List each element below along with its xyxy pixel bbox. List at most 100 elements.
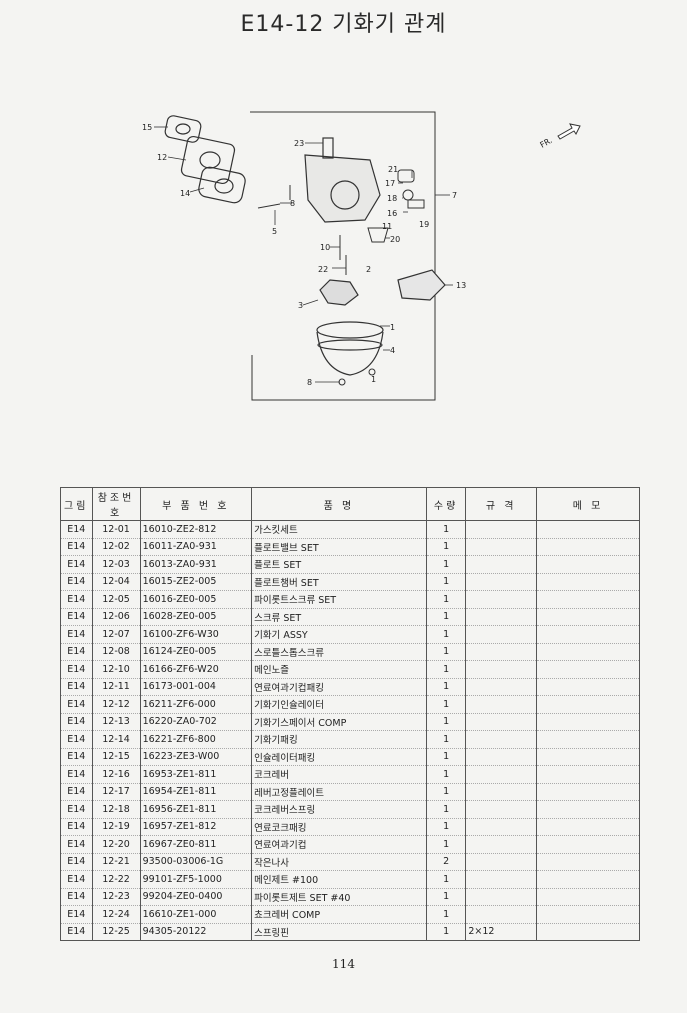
cell-qty: 1 <box>425 800 467 819</box>
svg-text:21: 21 <box>388 165 398 174</box>
cell-qty: 1 <box>425 608 467 626</box>
cell-fig: E14 <box>60 818 93 836</box>
header-spec: 규 격 <box>465 487 538 521</box>
cell-qty: 1 <box>425 573 467 591</box>
cell-part-no: 16013-ZA0-931 <box>139 555 253 574</box>
cell-memo <box>536 538 640 556</box>
cell-name: 파이롯트스크류 SET <box>251 590 427 609</box>
cell-name: 스프링핀 <box>251 923 427 941</box>
cell-memo <box>536 625 640 644</box>
cell-name: 기화기인슐레이터 <box>251 695 427 714</box>
cell-spec: 2×12 <box>465 923 538 941</box>
svg-text:1: 1 <box>390 323 395 332</box>
cell-part-no: 16015-ZE2-005 <box>139 573 253 591</box>
page-number: 114 <box>332 957 355 971</box>
cell-ref: 12-20 <box>91 835 141 854</box>
svg-text:20: 20 <box>390 235 400 244</box>
cell-part-no: 16221-ZF6-800 <box>139 730 253 749</box>
spacer-gasket-group <box>164 115 246 204</box>
cell-memo <box>536 905 640 924</box>
cell-fig: E14 <box>60 923 93 941</box>
cell-ref: 12-13 <box>91 713 141 731</box>
cell-spec <box>465 800 538 819</box>
cell-spec <box>465 625 538 644</box>
cell-spec <box>465 643 538 661</box>
cell-spec <box>465 818 538 836</box>
cell-name: 기화기 ASSY <box>251 625 427 644</box>
cell-ref: 12-04 <box>91 573 141 591</box>
cell-spec <box>465 520 538 539</box>
cell-qty: 1 <box>425 748 467 766</box>
cell-name: 인슐레이터패킹 <box>251 748 427 766</box>
svg-text:7: 7 <box>452 191 457 200</box>
cell-memo <box>536 520 640 539</box>
cell-spec <box>465 538 538 556</box>
cell-part-no: 16028-ZE0-005 <box>139 608 253 626</box>
cell-part-no: 16953-ZE1-811 <box>139 765 253 784</box>
page-title: E14-12 기화기 관계 <box>240 12 447 37</box>
cell-qty: 1 <box>425 818 467 836</box>
cell-ref: 12-24 <box>91 905 141 924</box>
cell-part-no: 16223-ZE3-W00 <box>139 748 253 766</box>
header-part-no: 부 품 번 호 <box>139 487 253 521</box>
float-chamber <box>316 279 384 376</box>
cell-part-no: 93500-03006-1G <box>139 853 253 871</box>
svg-text:22: 22 <box>318 265 328 274</box>
svg-text:5: 5 <box>272 227 277 236</box>
cell-part-no: 99204-ZE0-0400 <box>139 888 253 906</box>
header-name: 품 명 <box>251 487 427 521</box>
cell-qty: 1 <box>425 660 467 679</box>
cell-memo <box>536 783 640 801</box>
front-direction-arrow: FR. <box>539 123 581 150</box>
exploded-parts-diagram: 15 12 14 23 8 5 7 21 17 18 16 19 11 20 1… <box>140 100 610 430</box>
cell-fig: E14 <box>60 660 93 679</box>
cell-spec <box>465 853 538 871</box>
cell-part-no: 16011-ZA0-931 <box>139 538 253 556</box>
svg-text:1: 1 <box>371 375 376 384</box>
svg-text:3: 3 <box>298 301 303 310</box>
cell-part-no: 16124-ZE0-005 <box>139 643 253 661</box>
cell-memo <box>536 643 640 661</box>
cell-memo <box>536 818 640 836</box>
svg-text:15: 15 <box>142 123 152 132</box>
cell-fig: E14 <box>60 800 93 819</box>
cell-qty: 1 <box>425 538 467 556</box>
cell-memo <box>536 870 640 889</box>
svg-text:2: 2 <box>366 265 371 274</box>
cell-part-no: 16010-ZE2-812 <box>139 520 253 539</box>
cell-memo <box>536 748 640 766</box>
cell-spec <box>465 905 538 924</box>
diagram-callouts: 15 12 14 23 8 5 7 21 17 18 16 19 11 20 1… <box>142 123 466 387</box>
cell-qty: 1 <box>425 555 467 574</box>
cell-fig: E14 <box>60 870 93 889</box>
carburetor-illustration: 15 12 14 23 8 5 7 21 17 18 16 19 11 20 1… <box>142 111 581 401</box>
cell-ref: 12-14 <box>91 730 141 749</box>
cell-part-no: 16173-001-004 <box>139 678 253 696</box>
cell-fig: E14 <box>60 853 93 871</box>
cell-memo <box>536 888 640 906</box>
svg-text:14: 14 <box>180 189 190 198</box>
cell-part-no: 16100-ZF6-W30 <box>139 625 253 644</box>
svg-text:23: 23 <box>294 139 304 148</box>
cell-spec <box>465 835 538 854</box>
cell-memo <box>536 713 640 731</box>
cell-fig: E14 <box>60 713 93 731</box>
header-ref: 참조번호 <box>91 487 141 521</box>
cell-name: 연료코크패킹 <box>251 818 427 836</box>
cell-part-no: 16956-ZE1-811 <box>139 800 253 819</box>
cell-memo <box>536 608 640 626</box>
cell-qty: 2 <box>425 853 467 871</box>
header-memo: 메 모 <box>536 487 640 521</box>
cell-fig: E14 <box>60 905 93 924</box>
cell-name: 메인제트 #100 <box>251 870 427 889</box>
svg-text:8: 8 <box>290 199 295 208</box>
cell-name: 기화기스페이서 COMP <box>251 713 427 731</box>
cell-spec <box>465 748 538 766</box>
